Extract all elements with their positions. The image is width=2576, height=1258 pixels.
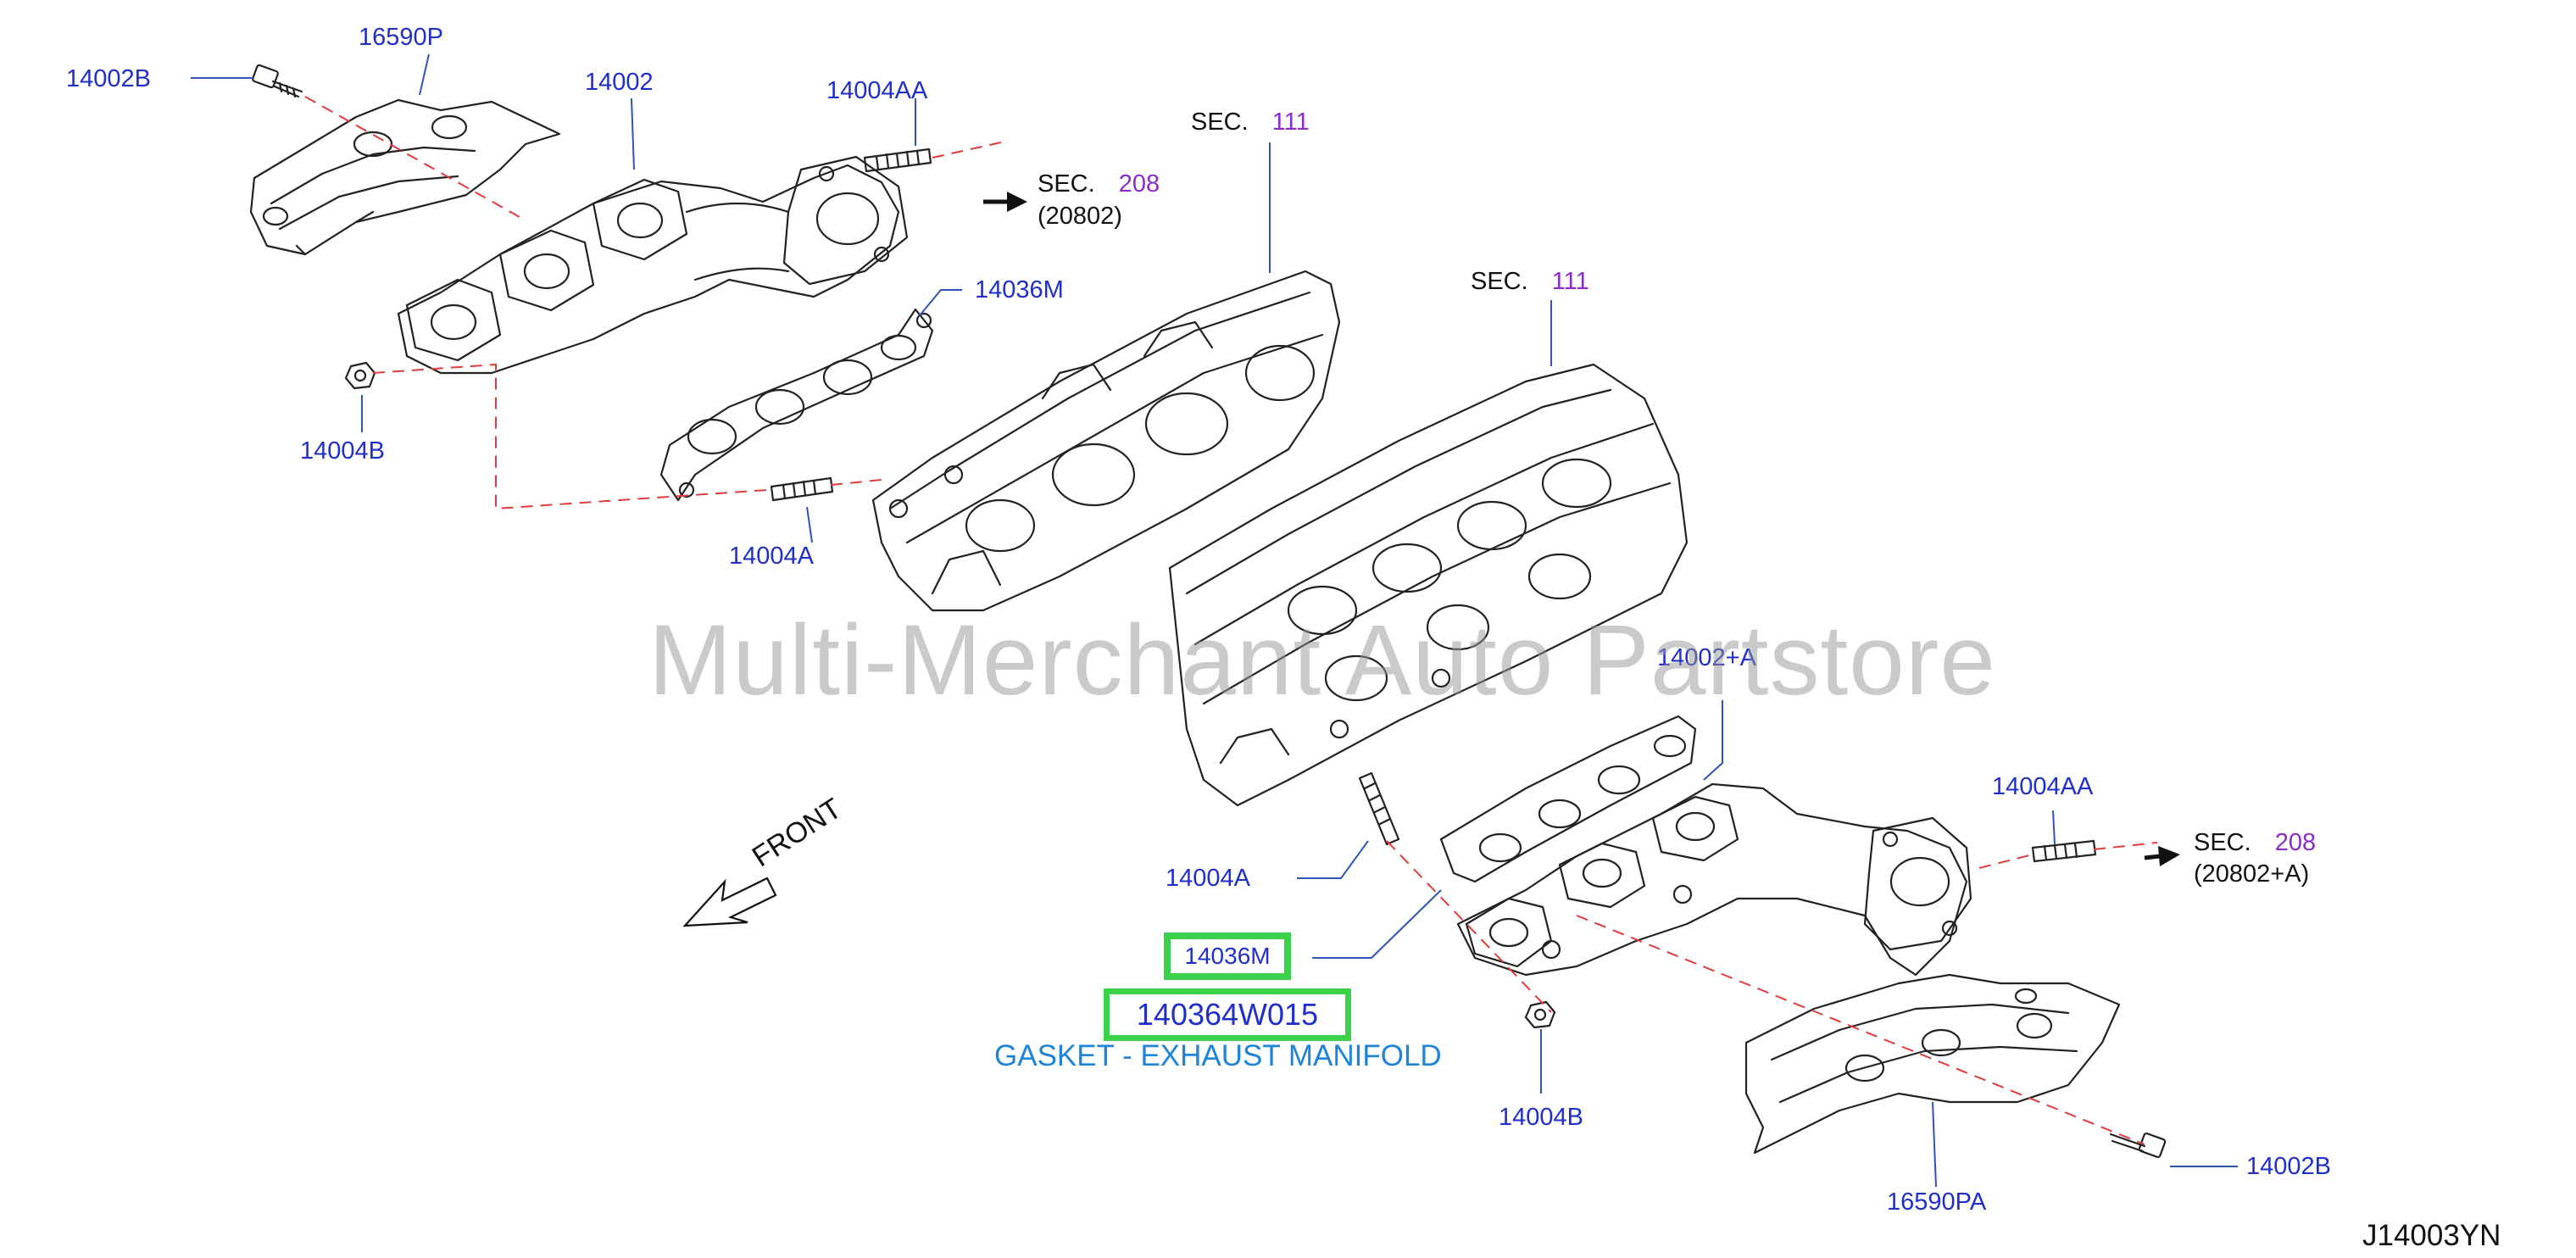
label-14004B-top[interactable]: 14004B [300,437,385,465]
stud-14004AA-bottom [2031,839,2097,863]
arrow-sec208-bottom [2144,846,2180,866]
heat-insulator-top [249,98,561,256]
label-14002A[interactable]: 14002+A [1657,644,1756,671]
stud-14004A-bottom [1358,771,1400,846]
heat-insulator-bottom [1744,973,2121,1155]
bolt-14002B-bottom [2109,1132,2167,1159]
label-14004B-bottom[interactable]: 14004B [1499,1104,1583,1131]
exhaust-manifold-bottom [1456,782,1972,977]
stud-14004A-top [770,476,834,502]
section-subref-20802A: (20802+A) [2194,860,2310,888]
label-16590PA[interactable]: 16590PA [1887,1188,1987,1216]
section-prefix: SEC. [1191,109,1249,136]
arrow-sec208-top [983,192,1027,212]
label-14036M-top[interactable]: 14036M [975,276,1064,303]
gasket-top [659,308,934,502]
label-14002-top[interactable]: 14002 [585,69,654,96]
label-14004A-top[interactable]: 14004A [729,543,814,570]
label-14002B-top[interactable]: 14002B [66,65,151,92]
section-number[interactable]: 208 [2274,829,2317,856]
section-prefix: SEC. [2194,829,2251,856]
watermark: Multi-Merchant Auto Partstore [648,604,1996,716]
section-number[interactable]: 111 [1551,268,1589,295]
section-prefix: SEC. [1038,170,1095,198]
section-ref-111-middle[interactable]: SEC. 111 [1471,270,1589,294]
nut-14004B-top [344,361,376,390]
section-number[interactable]: 208 [1118,170,1160,198]
stud-14004AA-top [863,148,932,173]
cylinder-head-top [871,270,1341,612]
label-14004A-bottom[interactable]: 14004A [1166,865,1250,892]
exhaust-manifold-top [397,155,909,375]
label-14004AA-bottom[interactable]: 14004AA [1992,773,2094,800]
highlighted-part-number[interactable]: 140364W015 [1104,988,1351,1041]
diagram-code: J14003YN [2362,1219,2501,1252]
part-description: GASKET - EXHAUST MANIFOLD [994,1039,1442,1072]
label-14004AA-top[interactable]: 14004AA [826,77,928,104]
label-16590P[interactable]: 16590P [359,24,443,51]
label-14002B-bottom[interactable]: 14002B [2246,1153,2331,1180]
nut-14004B-bottom [1524,1000,1556,1029]
cylinder-head-middle [1168,363,1689,807]
highlighted-part-ref[interactable]: 14036M [1164,932,1291,980]
bolt-14002B-top [252,64,303,98]
section-ref-208-top[interactable]: SEC. 208 [1038,172,1160,197]
section-prefix: SEC. [1471,268,1528,295]
front-arrow-icon [682,877,777,927]
section-number[interactable]: 111 [1271,109,1310,136]
gasket-bottom [1439,715,1697,883]
section-ref-208-bottom[interactable]: SEC. 208 [2194,831,2316,855]
section-ref-111-top[interactable]: SEC. 111 [1191,110,1310,135]
section-subref-20802: (20802) [1038,203,1122,230]
